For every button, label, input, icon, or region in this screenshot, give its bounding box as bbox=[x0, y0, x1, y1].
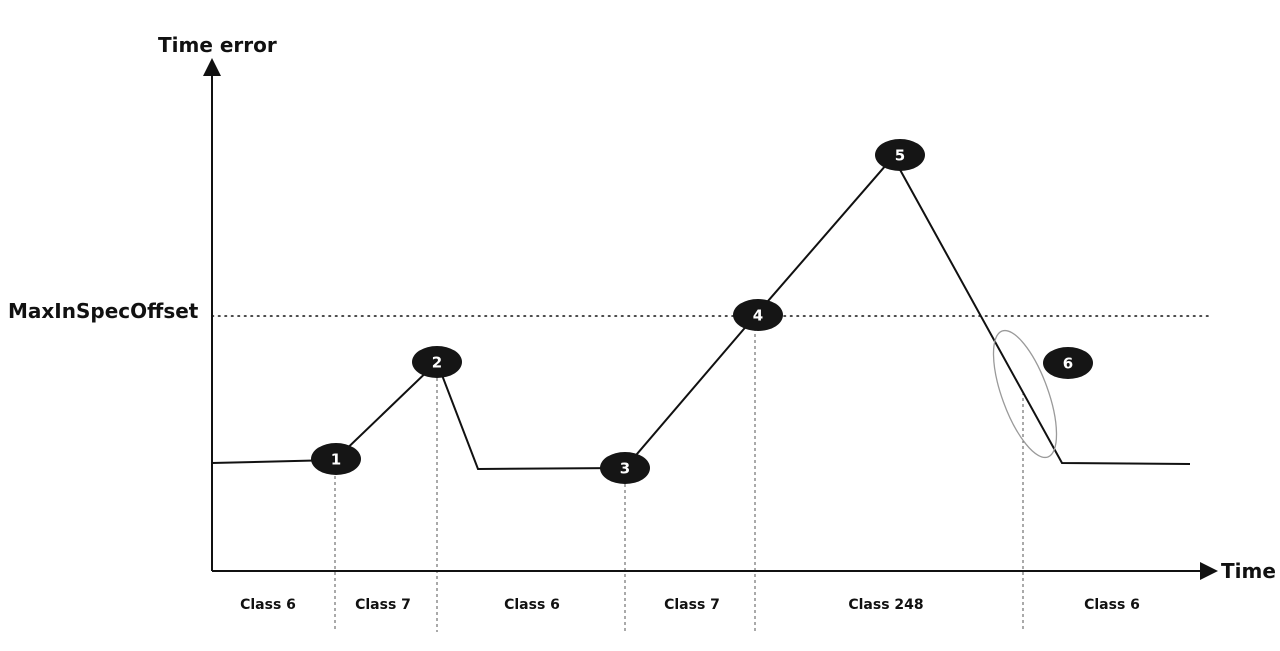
marker-2: 2 bbox=[412, 346, 462, 378]
marker-3-badge bbox=[600, 452, 650, 484]
marker-4-badge bbox=[733, 299, 783, 331]
class-label-3: Class 6 bbox=[504, 597, 560, 613]
time-error-trace bbox=[211, 155, 1191, 471]
marker-6-badge bbox=[1043, 347, 1093, 379]
y-axis-arrowhead bbox=[203, 58, 221, 76]
y-axis-title: Time error bbox=[158, 33, 277, 57]
marker-1-badge bbox=[311, 443, 361, 475]
axes bbox=[203, 58, 1218, 580]
marker-4: 4 bbox=[733, 299, 783, 331]
marker-6-number: 6 bbox=[1063, 355, 1073, 373]
class-label-4: Class 7 bbox=[664, 597, 720, 613]
x-axis-title: Time bbox=[1221, 559, 1276, 583]
class-label-1: Class 6 bbox=[240, 597, 296, 613]
class-label-5: Class 248 bbox=[848, 597, 923, 613]
marker-3-number: 3 bbox=[620, 460, 630, 478]
marker-1: 1 bbox=[311, 443, 361, 475]
marker-2-number: 2 bbox=[432, 354, 442, 372]
class-label-6: Class 6 bbox=[1084, 597, 1140, 613]
marker-3: 3 bbox=[600, 452, 650, 484]
marker-5: 5 bbox=[875, 139, 925, 171]
marker-5-number: 5 bbox=[895, 147, 905, 165]
marker-5-badge bbox=[875, 139, 925, 171]
marker-6: 6 bbox=[1043, 347, 1093, 379]
threshold-label: MaxInSpecOffset bbox=[8, 299, 199, 323]
class-label-2: Class 7 bbox=[355, 597, 411, 613]
marker-2-badge bbox=[412, 346, 462, 378]
x-axis-arrowhead bbox=[1200, 562, 1218, 580]
highlight-ellipse bbox=[992, 329, 1058, 459]
phase-guide-lines bbox=[334, 328, 1024, 632]
marker-4-number: 4 bbox=[753, 307, 763, 325]
marker-1-number: 1 bbox=[331, 451, 341, 469]
